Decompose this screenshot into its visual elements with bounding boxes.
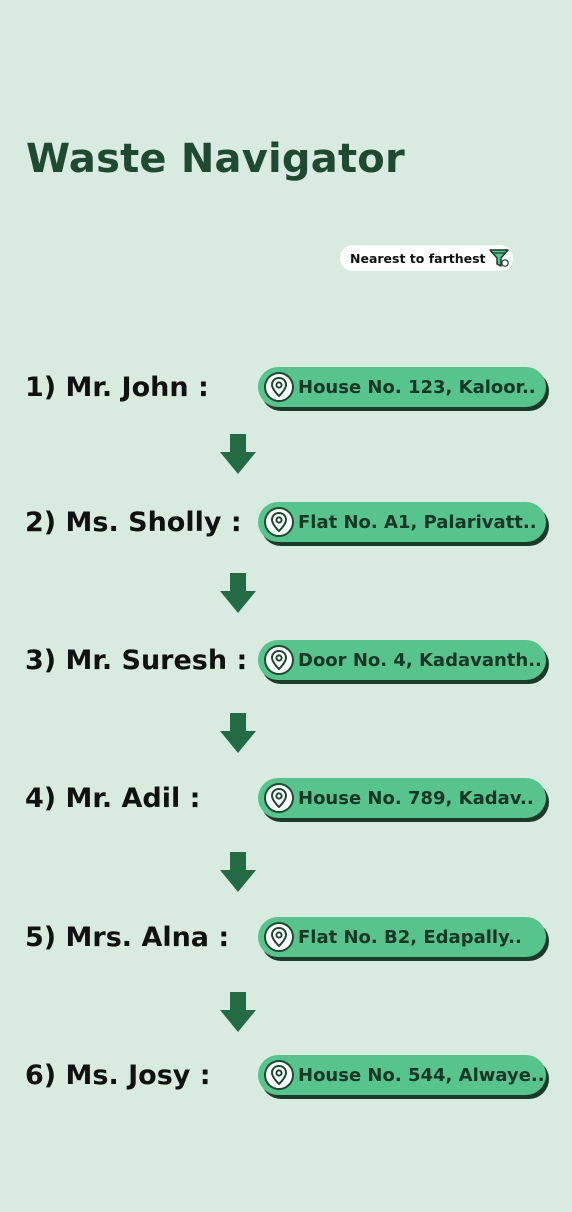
address-text: Flat No. B2, Edapally.. <box>298 926 522 948</box>
sort-button[interactable]: Nearest to farthest <box>340 245 513 271</box>
address-text: House No. 123, Kaloor.. <box>298 376 536 398</box>
customer-name: 1) Mr. John : <box>25 372 209 403</box>
filter-icon <box>489 249 509 267</box>
location-pin-icon <box>264 922 294 952</box>
arrow-down-icon <box>220 852 256 892</box>
address-button[interactable]: House No. 123, Kaloor.. <box>258 367 546 407</box>
location-pin-icon <box>264 372 294 402</box>
location-pin-icon <box>264 645 294 675</box>
address-button[interactable]: Flat No. B2, Edapally.. <box>258 917 546 957</box>
list-item: 4) Mr. Adil : House No. 789, Kadav.. <box>0 775 572 825</box>
address-button[interactable]: Flat No. A1, Palarivatt.. <box>258 502 546 542</box>
list-item: 5) Mrs. Alna : Flat No. B2, Edapally.. <box>0 914 572 964</box>
address-button[interactable]: Door No. 4, Kadavanth.. <box>258 640 546 680</box>
address-text: House No. 544, Alwaye.. <box>298 1064 545 1086</box>
location-pin-icon <box>264 1060 294 1090</box>
address-text: Door No. 4, Kadavanth.. <box>298 649 542 671</box>
customer-name: 5) Mrs. Alna : <box>25 922 230 953</box>
list-item: 1) Mr. John : House No. 123, Kaloor.. <box>0 364 572 414</box>
arrow-down-icon <box>220 434 256 474</box>
arrow-down-icon <box>220 573 256 613</box>
customer-name: 2) Ms. Sholly : <box>25 507 242 538</box>
address-text: Flat No. A1, Palarivatt.. <box>298 511 537 533</box>
customer-name: 6) Ms. Josy : <box>25 1060 211 1091</box>
list-item: 6) Ms. Josy : House No. 544, Alwaye.. <box>0 1052 572 1102</box>
sort-label: Nearest to farthest <box>350 250 486 266</box>
list-item: 2) Ms. Sholly : Flat No. A1, Palarivatt.… <box>0 499 572 549</box>
page-title: Waste Navigator <box>26 136 405 182</box>
address-text: House No. 789, Kadav.. <box>298 787 534 809</box>
arrow-down-icon <box>220 992 256 1032</box>
customer-name: 4) Mr. Adil : <box>25 783 201 814</box>
address-button[interactable]: House No. 789, Kadav.. <box>258 778 546 818</box>
location-pin-icon <box>264 783 294 813</box>
address-button[interactable]: House No. 544, Alwaye.. <box>258 1055 546 1095</box>
customer-name: 3) Mr. Suresh : <box>25 645 248 676</box>
location-pin-icon <box>264 507 294 537</box>
arrow-down-icon <box>220 713 256 753</box>
list-item: 3) Mr. Suresh : Door No. 4, Kadavanth.. <box>0 637 572 687</box>
